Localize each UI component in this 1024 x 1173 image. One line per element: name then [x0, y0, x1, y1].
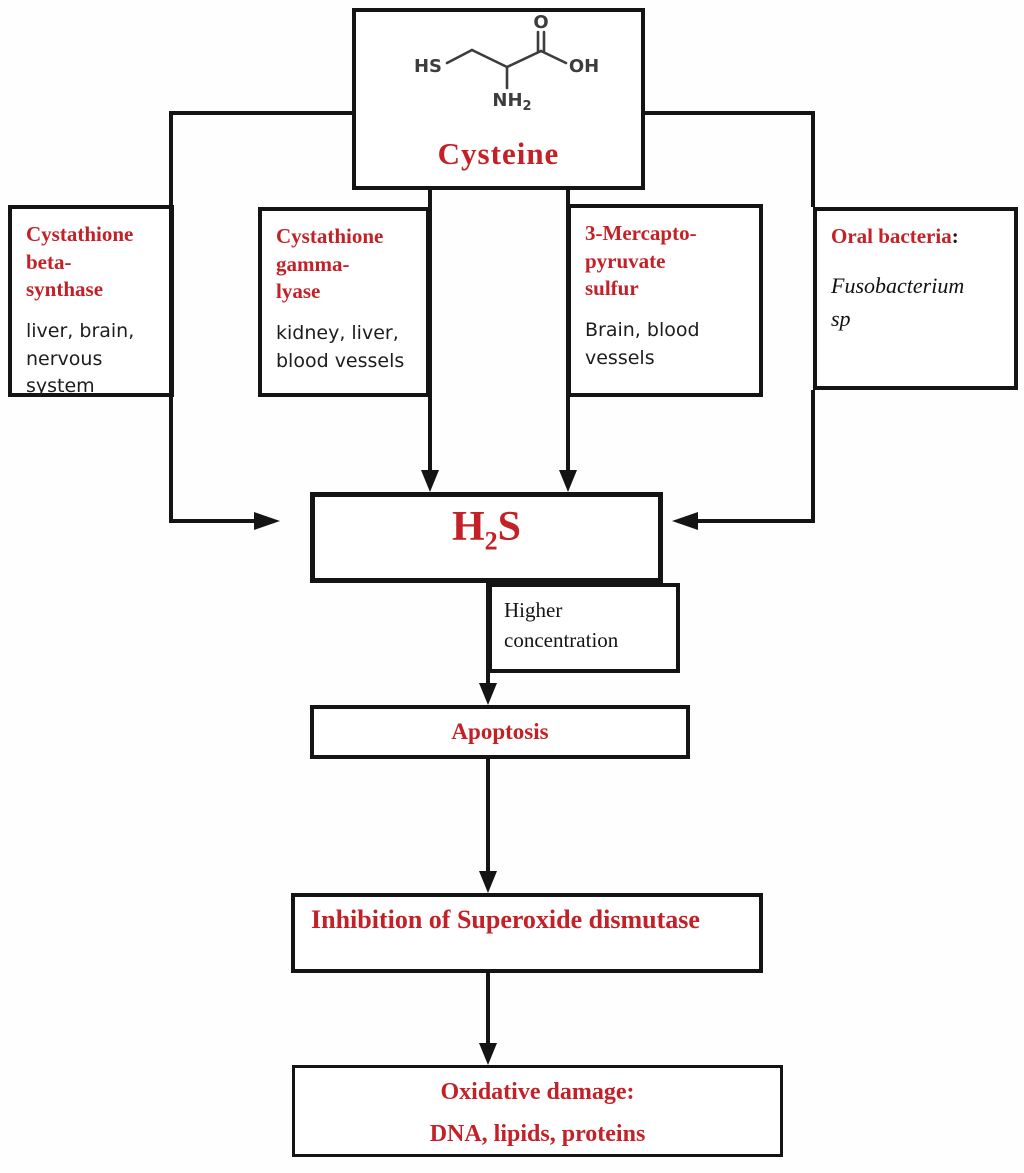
bond-c-oh	[539, 49, 568, 65]
cysteine-box: HS O OH NH2 Cysteine	[352, 8, 645, 190]
source-box-cystathione-gamma-lyase: Cystathione gamma- lyase kidney, liver, …	[258, 207, 430, 397]
inhibition-box: Inhibition of Superoxide dismutase	[291, 893, 763, 973]
arrowhead-down-mid-left	[421, 470, 439, 492]
arrowhead-down-oxidative	[479, 1043, 497, 1065]
source-box-cystathione-beta-synthase: Cystathione beta- synthase liver, brain,…	[8, 205, 174, 397]
bond-c-cooh	[505, 49, 543, 69]
cysteine-structure-drawing: HS O OH NH2	[414, 14, 599, 114]
o-label: O	[533, 14, 548, 33]
higher-concentration-label: Higher concentration	[504, 598, 619, 653]
arrowhead-down-apoptosis	[479, 683, 497, 705]
oxidative-damage-targets: DNA, lipids, proteins	[429, 1121, 646, 1147]
apoptosis-box: Apoptosis	[310, 705, 690, 759]
source-box-3-mercaptopyruvate-sulfur: 3-Mercapto- pyruvate sulfur Brain, blood…	[567, 204, 763, 397]
arrowhead-left-into-h2s	[672, 512, 698, 530]
source-title: 3-Mercapto- pyruvate sulfur	[585, 221, 697, 301]
h2s-formula: H2S	[451, 504, 522, 556]
source-box-oral-bacteria: Oral bacteria: Fusobacterium sp	[813, 207, 1018, 390]
oxidative-damage-title: Oxidative damage:	[440, 1079, 635, 1105]
source-title: Cystathione beta- synthase	[26, 222, 134, 302]
source-detail: liver, brain, nervous system	[26, 320, 135, 398]
oxidative-damage-box: Oxidative damage: DNA, lipids, proteins	[292, 1065, 783, 1157]
apoptosis-label: Apoptosis	[451, 719, 549, 744]
bond-hs-c	[445, 48, 474, 65]
connector-right-bottom	[698, 390, 815, 523]
connector-right-top	[645, 111, 815, 207]
source-title: Cystathione gamma- lyase	[276, 224, 384, 304]
arrowhead-down-mid-right	[559, 470, 577, 492]
oh-label: OH	[569, 56, 599, 77]
source-title: Oral bacteria	[831, 224, 952, 248]
bond-c-c	[470, 48, 509, 69]
inhibition-label: Inhibition of Superoxide dismutase	[311, 905, 700, 934]
cysteine-title: Cysteine	[437, 136, 560, 171]
hs-label: HS	[414, 56, 442, 77]
h2s-subscript: 2	[484, 526, 498, 556]
arrowhead-down-inhibition	[479, 871, 497, 893]
source-detail: Fusobacterium sp	[831, 272, 965, 331]
arrowhead-right-into-h2s	[254, 512, 280, 530]
source-detail: kidney, liver, blood vessels	[276, 322, 405, 372]
nh2-label: NH2	[492, 90, 531, 114]
h2s-box: H2S	[310, 492, 663, 583]
source-title-colon: :	[951, 224, 959, 248]
higher-concentration-box: Higher concentration	[488, 583, 680, 673]
source-title-row: Oral bacteria:	[831, 223, 1002, 251]
source-detail: Brain, blood vessels	[585, 319, 700, 369]
